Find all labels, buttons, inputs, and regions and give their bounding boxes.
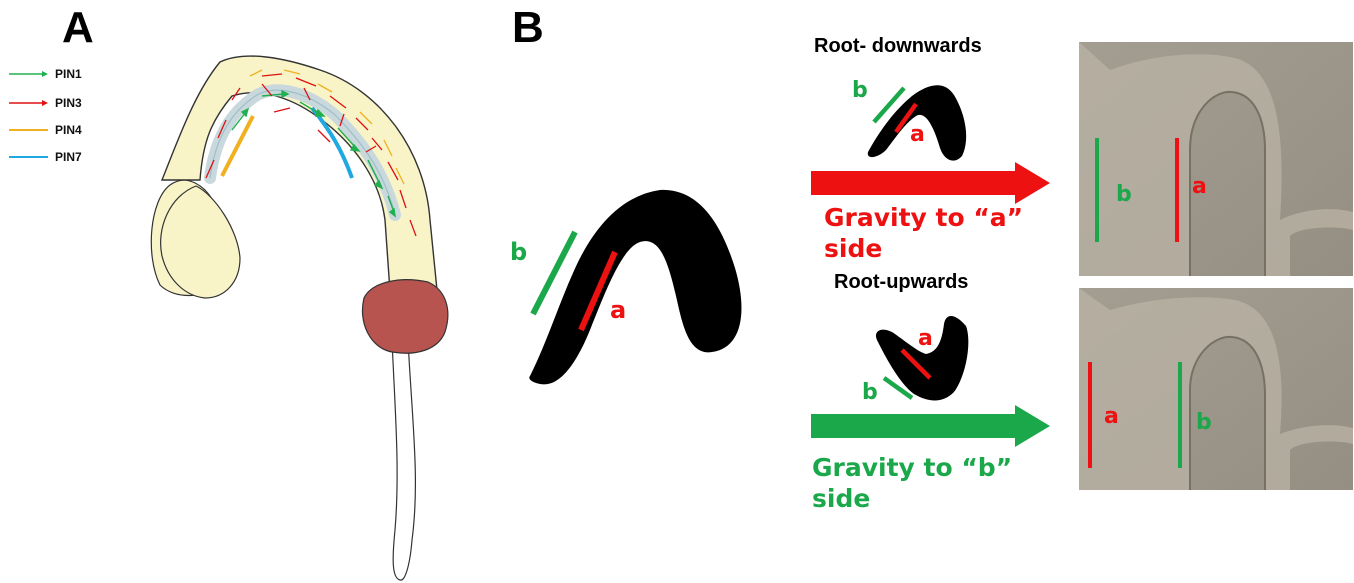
- gravity-caption-up: Gravity to “b” side: [812, 452, 1012, 514]
- hypocotyl-silhouette-main: [529, 190, 741, 384]
- gravity-caption-down-line2: side: [824, 233, 1023, 264]
- gravity-arrow-green: [811, 405, 1050, 447]
- photo-side-a-label-down: a: [1192, 176, 1207, 198]
- root-downwards-title: Root- downwards: [814, 36, 982, 56]
- side-a-label-down: a: [910, 124, 925, 146]
- root-collar: [362, 280, 447, 353]
- gravity-arrow-red: [811, 162, 1050, 204]
- photo-root-downwards: [1079, 42, 1353, 276]
- photo-root-upwards: [1079, 288, 1353, 490]
- panel-b-label: B: [512, 6, 544, 50]
- gravity-caption-down-line1: Gravity to “a”: [824, 202, 1023, 233]
- side-a-label-main: a: [610, 298, 626, 322]
- photo-side-b-label-up: b: [1196, 412, 1212, 434]
- side-b-label-main: b: [510, 240, 527, 264]
- gravity-caption-down: Gravity to “a” side: [824, 202, 1023, 264]
- photo-side-a-label-up: a: [1104, 406, 1119, 428]
- side-b-label-up: b: [862, 382, 878, 404]
- photo-side-b-label-down: b: [1116, 184, 1132, 206]
- root: [392, 340, 415, 580]
- gravity-caption-up-line2: side: [812, 483, 1012, 514]
- side-a-label-up: a: [918, 328, 933, 350]
- side-b-label-down: b: [852, 80, 868, 102]
- root-upwards-title: Root-upwards: [834, 272, 968, 292]
- gravity-caption-up-line1: Gravity to “b”: [812, 452, 1012, 483]
